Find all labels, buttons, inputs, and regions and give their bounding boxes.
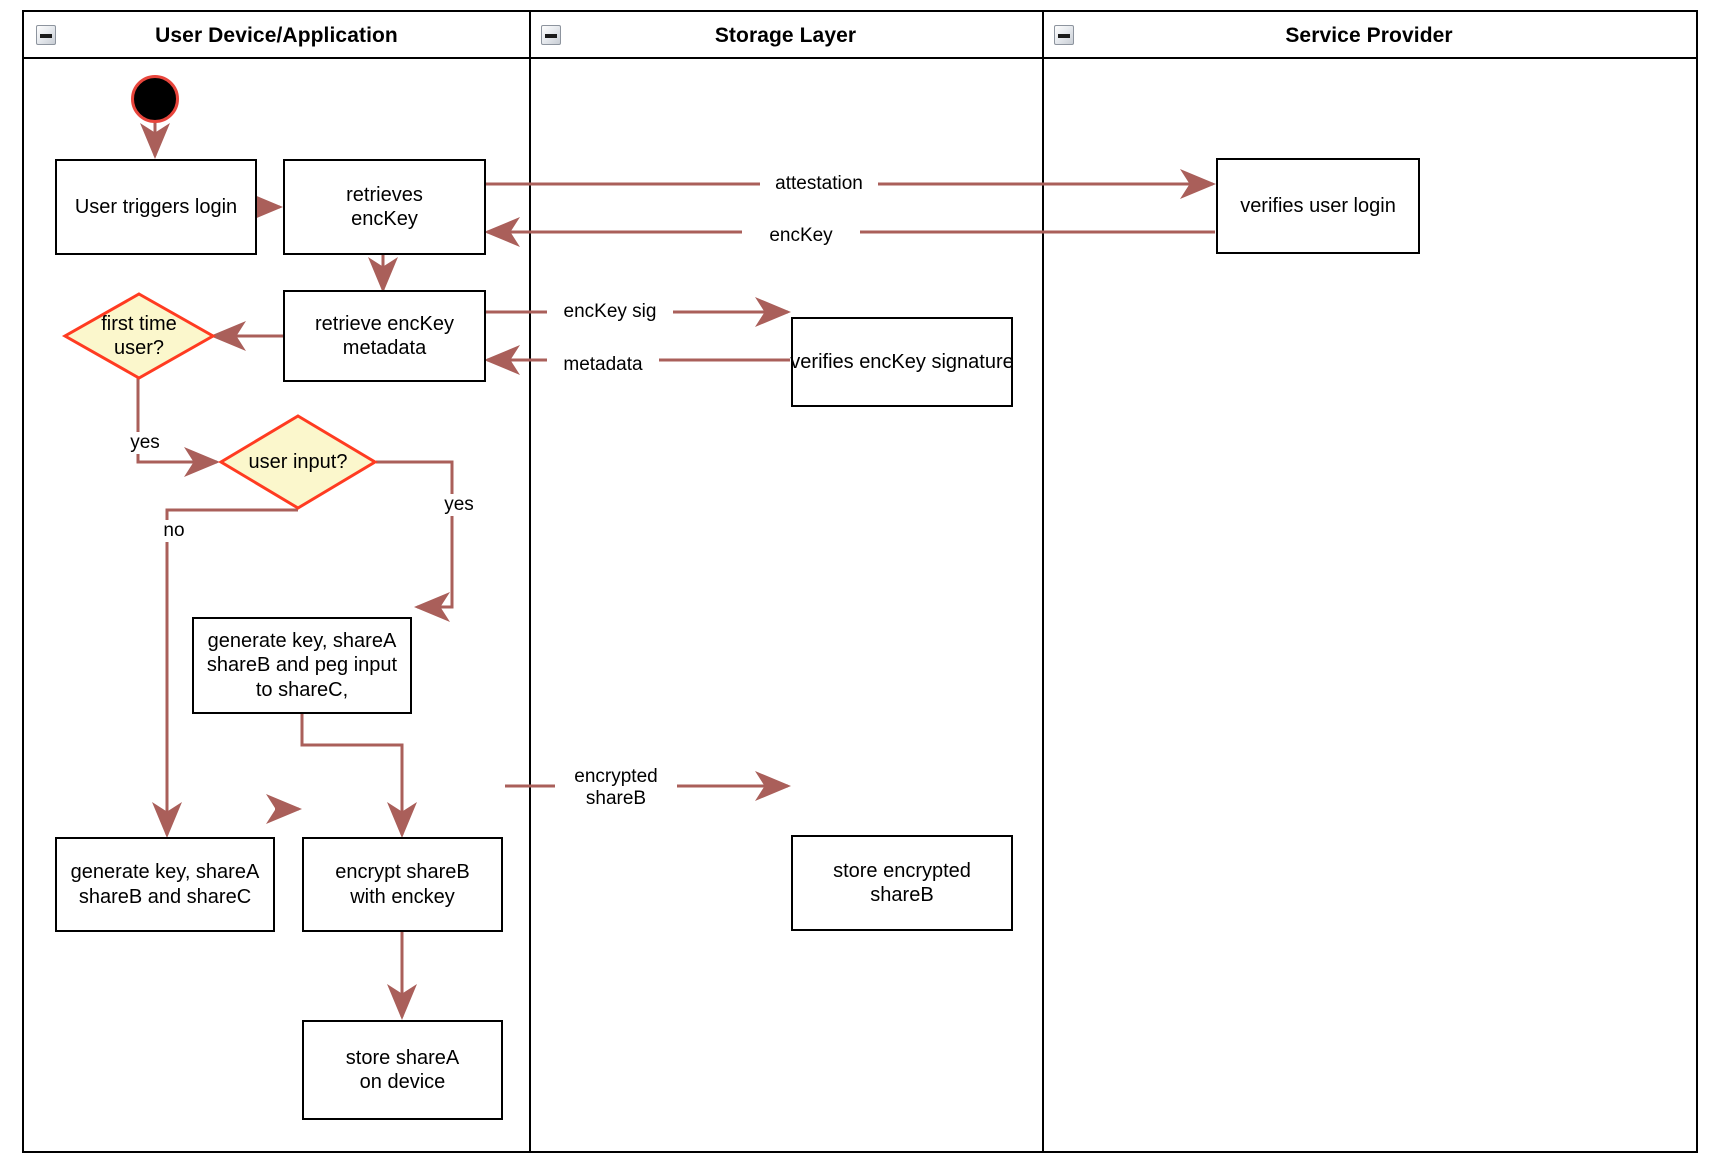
action-label-store-sharea: store shareA on device	[345, 1046, 460, 1093]
action-label-retrieves-enckey: retrieves encKey	[346, 183, 423, 230]
action-node-store-sharea[interactable]: store shareA on device	[302, 1020, 503, 1120]
initial-node[interactable]	[131, 75, 179, 123]
edge-label-no-user-input: no	[150, 520, 198, 542]
action-node-user-triggers-login[interactable]: User triggers login	[55, 159, 257, 255]
decision-node-first-time-user[interactable]: first time user?	[61, 292, 217, 380]
lane-separator-1	[529, 12, 531, 1151]
action-label-store-encrypted-shareb: store encrypted shareB	[833, 859, 971, 906]
edge-label-encrypted-shareb: encrypted shareB	[555, 766, 677, 810]
edge-label-enckey-sig: encKey sig	[547, 301, 673, 323]
action-label-verifies-enckey-signature: verifies encKey signature	[790, 350, 1014, 373]
action-node-retrieve-enckey-metadata[interactable]: retrieve encKey metadata	[283, 290, 486, 382]
action-label-verifies-user-login: verifies user login	[1240, 194, 1396, 217]
action-node-generate-shares[interactable]: generate key, shareA shareB and shareC	[55, 837, 275, 932]
edge-label-enckey: encKey	[742, 225, 860, 247]
action-node-generate-peg-input[interactable]: generate key, shareA shareB and peg inpu…	[192, 617, 412, 714]
action-label-retrieve-enckey-metadata: retrieve encKey metadata	[315, 312, 454, 359]
lane-title-storage-layer: Storage Layer	[714, 23, 857, 47]
collapse-minus-icon-storage-layer[interactable]	[541, 25, 561, 45]
decision-shape-user-input	[218, 414, 378, 510]
lane-title-service-provider: Service Provider	[1285, 23, 1453, 47]
action-node-store-encrypted-shareb[interactable]: store encrypted shareB	[791, 835, 1013, 931]
edge-label-yes-user-input: yes	[432, 494, 486, 516]
decision-shape-first-time-user	[61, 292, 217, 380]
lane-header-storage-layer[interactable]: Storage Layer	[529, 12, 1042, 59]
swimlane-header-band	[24, 12, 1696, 59]
action-label-user-triggers-login: User triggers login	[74, 195, 238, 218]
decision-node-user-input[interactable]: user input?	[218, 414, 378, 510]
lane-title-user-device: User Device/Application	[155, 23, 398, 47]
action-node-verifies-user-login[interactable]: verifies user login	[1216, 158, 1420, 254]
edge-label-attestation: attestation	[760, 173, 878, 195]
collapse-minus-icon-service-provider[interactable]	[1054, 25, 1074, 45]
edge-label-metadata: metadata	[547, 354, 659, 376]
action-node-verifies-enckey-signature[interactable]: verifies encKey signature	[790, 317, 1014, 407]
edge-label-yes-first-time: yes	[118, 432, 172, 454]
action-label-generate-shares: generate key, shareA shareB and shareC	[70, 861, 260, 908]
action-label-generate-peg-input: generate key, shareA shareB and peg inpu…	[206, 629, 398, 701]
action-node-encrypt-shareb[interactable]: encrypt shareB with enckey	[302, 837, 503, 932]
lane-header-user-device[interactable]: User Device/Application	[24, 12, 529, 59]
collapse-minus-icon-user-device[interactable]	[36, 25, 56, 45]
action-label-encrypt-shareb: encrypt shareB with enckey	[335, 861, 470, 908]
lane-separator-2	[1042, 12, 1044, 1151]
lane-header-service-provider[interactable]: Service Provider	[1042, 12, 1696, 59]
action-node-retrieves-enckey[interactable]: retrieves encKey	[283, 159, 486, 255]
